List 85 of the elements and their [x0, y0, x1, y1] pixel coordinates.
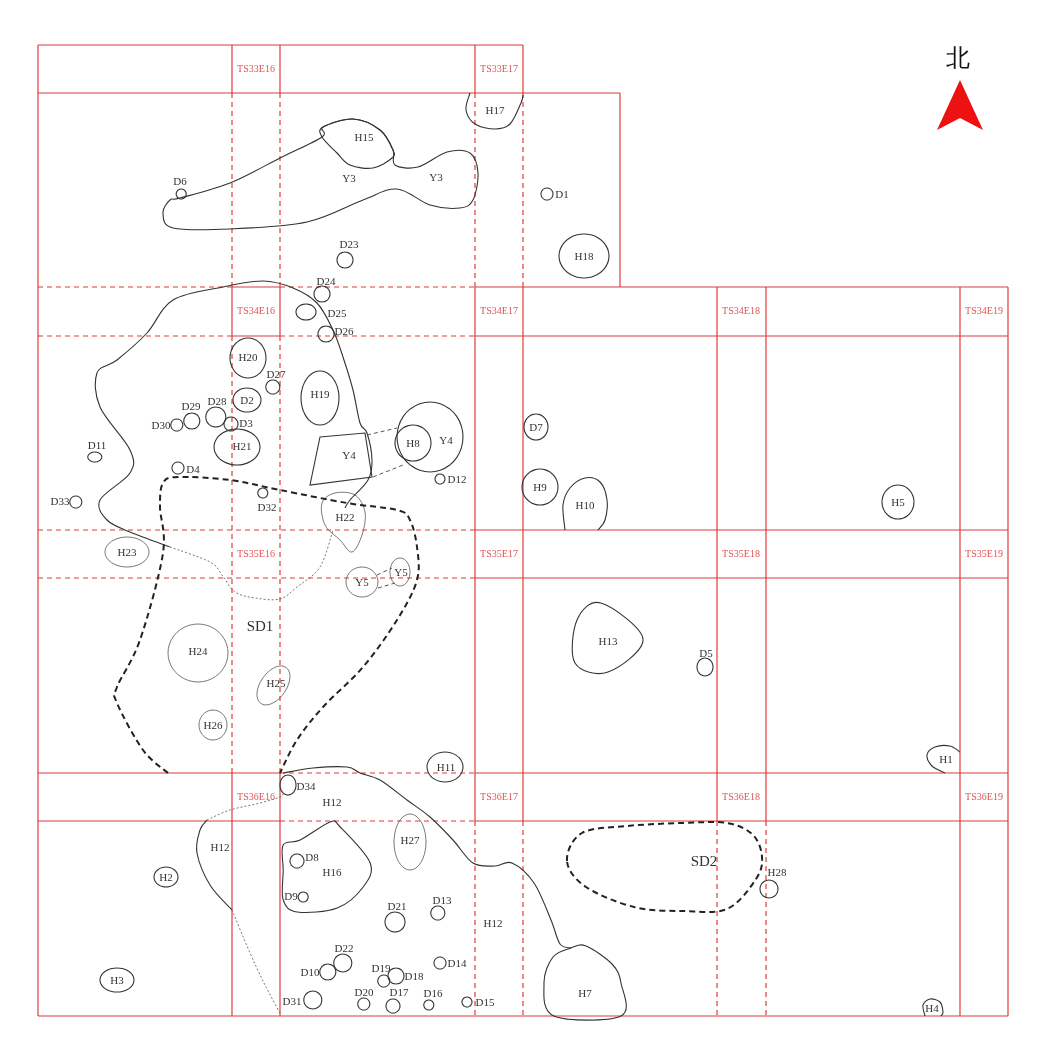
feature-label: Y5	[355, 576, 369, 588]
feature-label: H9	[533, 481, 547, 493]
feature-label: H23	[117, 546, 137, 558]
feature-label: H12	[483, 917, 503, 929]
feature-label: D14	[447, 957, 467, 969]
feature-label: Y3	[429, 171, 443, 183]
feature-label: D6	[173, 175, 187, 187]
grid-square-label: TS36E18	[722, 792, 760, 802]
feature-label: H8	[406, 437, 420, 449]
feature-label: Y5	[394, 566, 408, 578]
grid-square-label: TS34E18	[722, 306, 760, 316]
feature-label: D7	[529, 421, 543, 433]
grid-square-label: TS33E16	[237, 64, 275, 74]
feature-label: D20	[354, 986, 374, 998]
feature-label: D1	[555, 188, 569, 200]
feature-label: D21	[387, 900, 407, 912]
feature-label: SD2	[690, 853, 718, 869]
feature-label: D4	[186, 463, 200, 475]
feature-label: D32	[257, 501, 277, 513]
feature-label: H11	[436, 761, 456, 773]
feature-label: D9	[284, 890, 298, 902]
feature-label: H4	[925, 1002, 939, 1014]
feature-label: H5	[891, 496, 905, 508]
feature-label: D13	[432, 894, 452, 906]
feature-label: H21	[232, 440, 252, 452]
feature-label: H17	[485, 104, 505, 116]
feature-label: D22	[334, 942, 354, 954]
feature-label: H28	[767, 866, 787, 878]
feature-label: H15	[354, 131, 374, 143]
feature-label: D24	[316, 275, 336, 287]
grid-square-label: TS34E19	[965, 306, 1003, 316]
grid-square-label: TS36E16	[237, 792, 275, 802]
feature-label: H20	[238, 351, 258, 363]
feature-label: D3	[239, 417, 253, 429]
feature-label: Y3	[342, 172, 356, 184]
feature-label: H12	[210, 841, 230, 853]
feature-label: D28	[207, 395, 227, 407]
feature-label: D23	[339, 238, 359, 250]
feature-label: D10	[300, 966, 320, 978]
feature-label: D2	[240, 394, 254, 406]
feature-label: D17	[389, 986, 409, 998]
feature-label: D34	[296, 780, 316, 792]
feature-label: D31	[282, 995, 302, 1007]
feature-label: H2	[159, 871, 173, 883]
feature-label: D27	[266, 368, 286, 380]
feature-label: D25	[327, 307, 347, 319]
feature-label: H1	[939, 753, 953, 765]
feature-label: D8	[305, 851, 319, 863]
feature-label: D16	[423, 987, 443, 999]
grid-square-label: TS36E19	[965, 792, 1003, 802]
grid-square-label: TS35E16	[237, 549, 275, 559]
grid-square-label: TS36E17	[480, 792, 518, 802]
feature-label: D12	[447, 473, 467, 485]
feature-label: H18	[574, 250, 594, 262]
feature-label: H19	[310, 388, 330, 400]
feature-label: H26	[203, 719, 223, 731]
grid-square-label: TS34E17	[480, 306, 518, 316]
feature-label: D18	[404, 970, 424, 982]
feature-label: H16	[322, 866, 342, 878]
north-label: 北	[946, 46, 970, 70]
feature-label: D5	[699, 647, 713, 659]
feature-label: SD1	[246, 618, 274, 634]
feature-label: Y4	[342, 449, 356, 461]
feature-label: Y4	[439, 434, 453, 446]
feature-label: H10	[575, 499, 595, 511]
feature-label: H27	[400, 834, 420, 846]
feature-label: D11	[87, 439, 107, 451]
grid-square-label: TS35E18	[722, 549, 760, 559]
feature-label: D15	[475, 996, 495, 1008]
feature-label: H25	[266, 677, 286, 689]
feature-label: H7	[578, 987, 592, 999]
grid-square-label: TS34E16	[237, 306, 275, 316]
feature-label: H24	[188, 645, 208, 657]
feature-label: D26	[334, 325, 354, 337]
grid-square-label: TS35E17	[480, 549, 518, 559]
grid-square-label: TS35E19	[965, 549, 1003, 559]
feature-label: H13	[598, 635, 618, 647]
feature-label: D19	[371, 962, 391, 974]
grid-square-label: TS33E17	[480, 64, 518, 74]
feature-label: H3	[110, 974, 124, 986]
feature-label: D33	[50, 495, 70, 507]
feature-label: D29	[181, 400, 201, 412]
feature-label: D30	[151, 419, 171, 431]
feature-label: H12	[322, 796, 342, 808]
feature-label: H22	[335, 511, 355, 523]
